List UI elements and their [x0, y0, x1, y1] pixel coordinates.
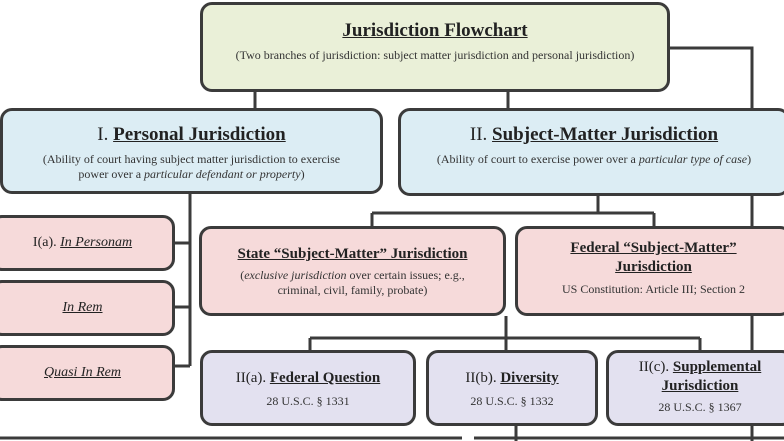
state-jurisdiction-node: State “Subject-Matter” Jurisdiction (exc… — [199, 226, 506, 316]
root-node: Jurisdiction Flowchart (Two branches of … — [200, 2, 670, 92]
federal-jurisdiction-node: Federal “Subject-Matter” Jurisdiction US… — [515, 226, 784, 316]
state-title: State “Subject-Matter” Jurisdiction — [237, 246, 468, 262]
federal-title: Federal “Subject-Matter” Jurisdiction — [570, 240, 737, 275]
federal-question-citation: 28 U.S.C. § 1331 — [266, 394, 350, 408]
supplemental-node: II(c). Supplemental Jurisdiction 28 U.S.… — [606, 350, 784, 426]
state-description: (exclusive jurisdiction over certain iss… — [240, 268, 465, 297]
subject-description-emphasis: particular type of case — [638, 152, 748, 166]
federal-question-heading: II(a). Federal Question — [235, 370, 381, 386]
subject-heading: II. Subject-Matter Jurisdiction — [401, 123, 784, 147]
supplemental-title: Supplemental Jurisdiction — [661, 359, 762, 394]
diversity-citation: 28 U.S.C. § 1332 — [470, 394, 554, 408]
personal-description-emphasis: particular defendant or property — [144, 167, 301, 181]
root-description: (Two branches of jurisdiction: subject m… — [235, 48, 635, 62]
personal-description: (Ability of court having subject matter … — [42, 152, 341, 181]
in-personam-title: In Personam — [60, 235, 133, 250]
subject-title: Subject-Matter Jurisdiction — [492, 124, 719, 145]
personal-title: Personal Jurisdiction — [113, 124, 286, 145]
subject-matter-node: II. Subject-Matter Jurisdiction (Ability… — [398, 108, 784, 196]
in-personam-prefix: I(a). — [32, 235, 61, 250]
diversity-title: Diversity — [500, 370, 559, 386]
in-personam-node: I(a). In Personam — [0, 215, 175, 271]
federal-question-title: Federal Question — [269, 370, 381, 386]
diversity-node: II(b). Diversity 28 U.S.C. § 1332 — [426, 350, 598, 426]
root-title: Jurisdiction Flowchart — [342, 20, 528, 41]
state-description-emphasis: exclusive jurisdiction — [244, 268, 347, 282]
subject-description: (Ability of court to exercise power over… — [436, 152, 752, 166]
personal-heading: I. Personal Jurisdiction — [3, 123, 380, 147]
subject-prefix: II. — [469, 124, 493, 145]
personal-jurisdiction-node: I. Personal Jurisdiction (Ability of cou… — [0, 108, 383, 194]
quasi-in-rem-node: Quasi In Rem — [0, 345, 175, 401]
diversity-heading: II(b). Diversity — [465, 370, 559, 386]
federal-question-node: II(a). Federal Question 28 U.S.C. § 1331 — [200, 350, 416, 426]
federal-description: US Constitution: Article III; Section 2 — [562, 282, 745, 296]
supplemental-citation: 28 U.S.C. § 1367 — [658, 400, 742, 414]
in-rem-title: In Rem — [62, 300, 103, 315]
supplemental-heading: II(c). Supplemental Jurisdiction — [638, 359, 762, 394]
personal-prefix: I. — [97, 124, 114, 145]
in-rem-node: In Rem — [0, 280, 175, 336]
quasi-in-rem-title: Quasi In Rem — [44, 365, 121, 380]
